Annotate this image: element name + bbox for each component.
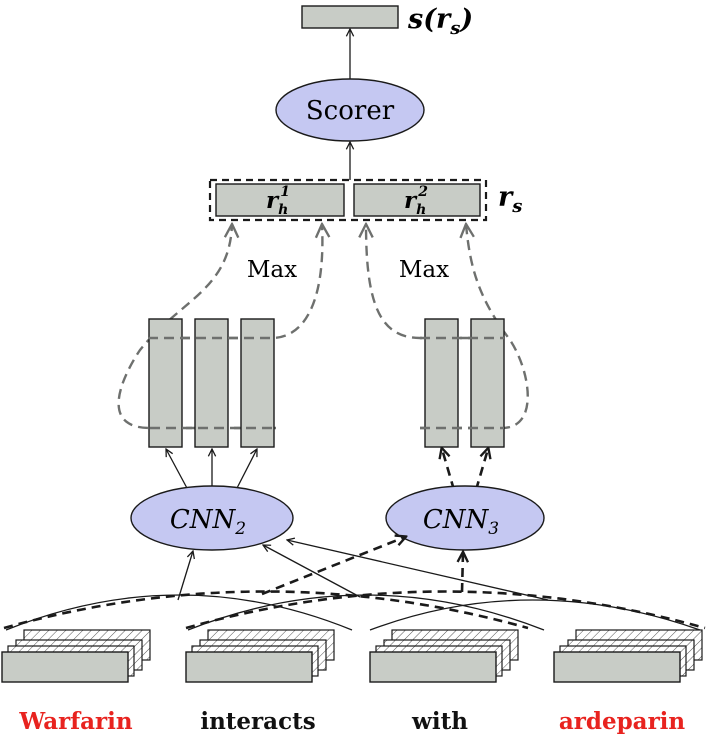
cnn2-feature-map-3: [240, 318, 275, 448]
cnn2-node: [130, 485, 294, 551]
scorer-label: Scorer: [306, 96, 395, 126]
cnn3-window-arc-1: [3, 590, 529, 630]
max-pool-left-label: Max: [247, 257, 297, 283]
embedding-stack-warfarin: [1, 629, 151, 683]
rh2-box: [353, 183, 481, 217]
arc1-to-cnn3-arrow: [261, 537, 405, 596]
cnn2-feature-map-2: [194, 318, 229, 448]
output-label: s(rs): [407, 4, 473, 39]
max-pool-left-curve-left: [117, 224, 276, 430]
cnn2-window-arc-3: [369, 599, 701, 631]
cnn3-to-map1-arrow: [442, 449, 456, 491]
cnn2-window-arc-2: [187, 594, 545, 631]
cnn3-to-map2-arrow: [474, 449, 488, 491]
cnn3-label: CNN3: [423, 505, 499, 539]
arc1-to-cnn2-arrow: [177, 551, 193, 601]
max-pool-right-curve-right: [420, 224, 529, 430]
cnn3-feature-map-1: [424, 318, 459, 448]
cnn2-to-map1-arrow: [166, 449, 189, 491]
rh2-label: rh2: [404, 184, 428, 218]
max-pool-right-label: Max: [399, 257, 449, 283]
word-ardeparin: ardeparin: [559, 708, 686, 735]
output-box: [301, 5, 399, 29]
max-pool-right-curve-left: [366, 224, 502, 340]
cnn2-label: CNN2: [170, 505, 246, 539]
rs-label: rs: [498, 182, 522, 217]
rs-selection-frame: [208, 178, 488, 222]
word-warfarin: Warfarin: [18, 708, 133, 735]
arc2-to-cnn2-arrow: [263, 545, 361, 598]
cnn3-node: [385, 485, 545, 551]
arc3-to-cnn2-arrow: [287, 540, 549, 601]
cnn2-feature-map-1: [148, 318, 183, 448]
arc2-to-cnn3-arrow: [462, 553, 463, 593]
word-with: with: [411, 708, 468, 735]
cnn3-window-arc-2: [185, 590, 706, 630]
word-interacts: interacts: [200, 708, 315, 735]
cnn3-feature-map-2: [470, 318, 505, 448]
embedding-stack-with: [369, 629, 519, 683]
embedding-stack-ardeparin: [553, 629, 703, 683]
scorer-node: [275, 78, 425, 142]
embedding-stack-interacts: [185, 629, 335, 683]
max-pool-left-curve-right: [148, 224, 322, 340]
cnn2-to-map3-arrow: [235, 449, 257, 491]
rh1-box: [215, 183, 345, 217]
rh1-label: rh1: [266, 184, 290, 218]
